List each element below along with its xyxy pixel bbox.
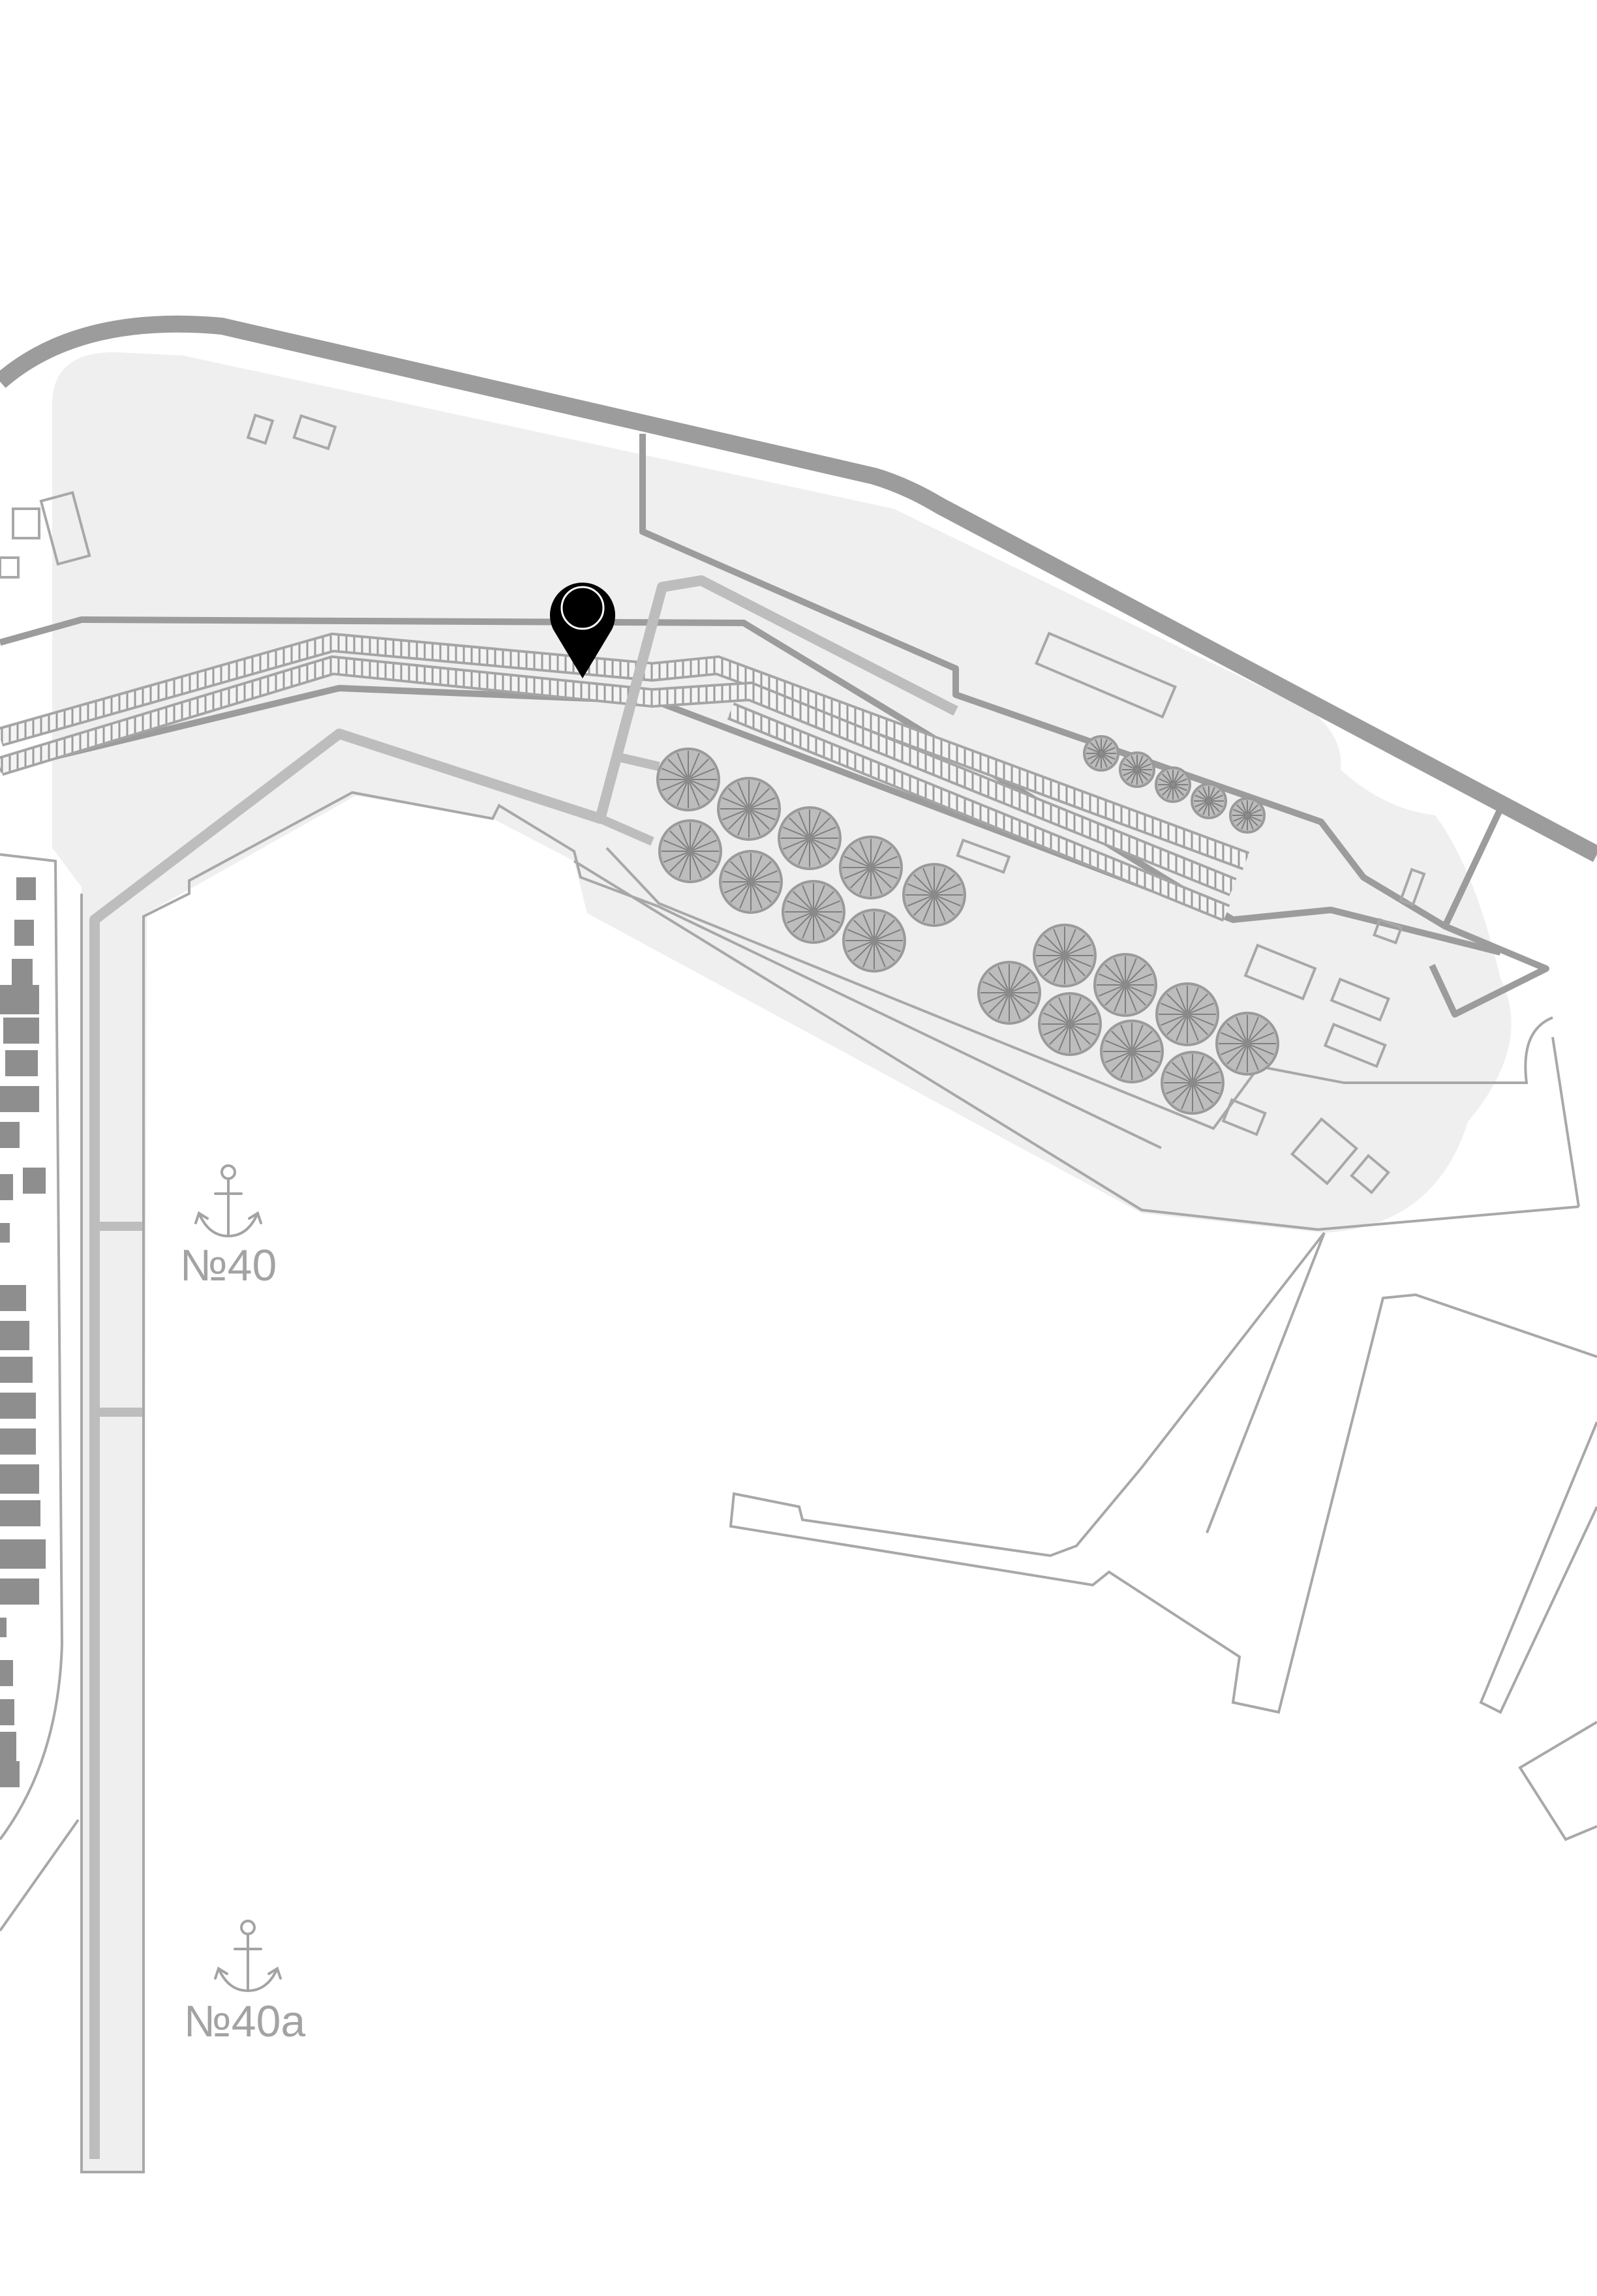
inner-road-2 bbox=[95, 752, 660, 1417]
storage-tank bbox=[839, 836, 903, 899]
south-road bbox=[0, 685, 1234, 923]
coastline-road bbox=[0, 315, 1597, 862]
anchor-icon bbox=[214, 1920, 282, 1993]
storage-tank bbox=[1215, 1012, 1279, 1076]
storage-tank bbox=[1033, 924, 1097, 988]
storage-tank bbox=[1155, 982, 1219, 1046]
pier-outline bbox=[80, 791, 1579, 2173]
storage-tank bbox=[1100, 1020, 1164, 1083]
terminal-area bbox=[52, 352, 1512, 2172]
storage-tank bbox=[1119, 751, 1155, 788]
storage-tank bbox=[1161, 1051, 1224, 1115]
west-quay bbox=[0, 853, 80, 1932]
storage-tank bbox=[656, 748, 720, 811]
storage-tanks bbox=[656, 735, 1279, 1115]
buildings bbox=[0, 414, 1426, 1194]
storage-tank bbox=[778, 806, 842, 870]
railway-tracks bbox=[0, 632, 1250, 922]
storage-tank bbox=[1038, 992, 1102, 1056]
berth-40a[interactable]: №40a bbox=[184, 1920, 306, 2046]
storage-tank bbox=[842, 909, 906, 973]
storage-tank bbox=[1191, 783, 1227, 819]
storage-tank bbox=[977, 961, 1041, 1025]
storage-tank bbox=[1229, 797, 1266, 834]
anchor-icon bbox=[194, 1164, 262, 1238]
berth-label: №40 bbox=[180, 1241, 277, 1290]
storage-tank bbox=[1083, 735, 1119, 772]
warehouse-blocks bbox=[0, 877, 46, 1787]
berth-40[interactable]: №40 bbox=[180, 1164, 277, 1290]
east-piers bbox=[729, 1036, 1597, 1841]
storage-tank bbox=[1093, 953, 1157, 1017]
storage-tank bbox=[717, 777, 781, 841]
storage-tank bbox=[719, 850, 783, 914]
storage-tank bbox=[902, 863, 966, 927]
storage-tank bbox=[1155, 766, 1191, 803]
tank-farm-outline bbox=[605, 847, 1553, 1130]
map-pin-icon[interactable] bbox=[550, 582, 615, 678]
storage-tank bbox=[782, 880, 845, 944]
berth-label: №40a bbox=[184, 1997, 306, 2046]
storage-tank bbox=[658, 819, 722, 883]
